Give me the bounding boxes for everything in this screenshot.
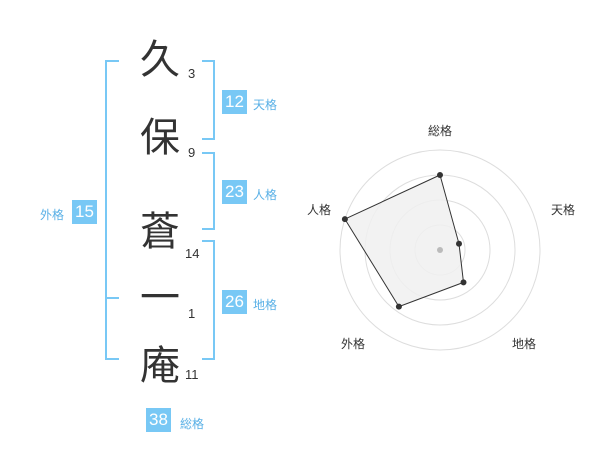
name-char-4: 一 [140,275,180,321]
stroke-count-5: 11 [185,367,199,382]
jinkaku-bracket-bottom [202,228,215,230]
radar-point-4 [341,216,348,223]
chikaku-bracket-top [202,240,215,242]
chikaku-bracket-bottom [202,358,215,360]
chikaku-label: 地格 [253,298,278,312]
radar-center [437,247,443,253]
gaikaku-bracket-top [105,60,119,62]
radar-label-jinkaku: 人格 [307,203,332,217]
radar-label-tenkaku: 天格 [551,203,576,217]
gaikaku-value: 15 [72,200,97,224]
stroke-count-2: 9 [188,145,196,160]
tenkaku-label: 天格 [253,98,278,112]
gaikaku-label: 外格 [40,208,65,222]
radar-ring-4 [339,149,541,351]
jinkaku-label: 人格 [253,188,278,202]
name-char-2: 保 [140,115,180,161]
soukaku-label: 総格 [180,417,205,431]
name-char-3: 蒼 [140,209,180,255]
tenkaku-bracket-top [202,60,215,62]
radar-point-1 [456,240,462,247]
radar-point-2 [460,279,467,286]
gaikaku-bracket-bottom [105,358,119,360]
radar-point-0 [437,172,443,178]
chikaku-value: 26 [222,290,247,314]
radar-label-gaikaku: 外格 [341,337,366,351]
stroke-count-1: 3 [188,66,196,81]
gaikaku-bracket [105,60,107,360]
jinkaku-bracket [213,152,215,230]
name-char-1: 久 [140,37,180,83]
jinkaku-value: 23 [222,180,247,204]
tenkaku-bracket-bottom [202,138,215,140]
stroke-count-3: 14 [185,246,200,261]
stroke-count-4: 1 [188,306,196,321]
soukaku-value: 38 [146,408,171,432]
chikaku-bracket [213,240,215,360]
tenkaku-bracket [213,60,215,140]
jinkaku-bracket-top [202,152,215,154]
radar-point-3 [395,303,402,310]
gaikaku-bracket-mid [105,297,119,299]
radar-label-chikaku: 地格 [512,337,537,351]
radar-polygon [344,174,465,308]
name-char-5: 庵 [140,343,180,389]
radar-label-soukaku: 総格 [428,124,453,138]
tenkaku-value: 12 [222,90,247,114]
